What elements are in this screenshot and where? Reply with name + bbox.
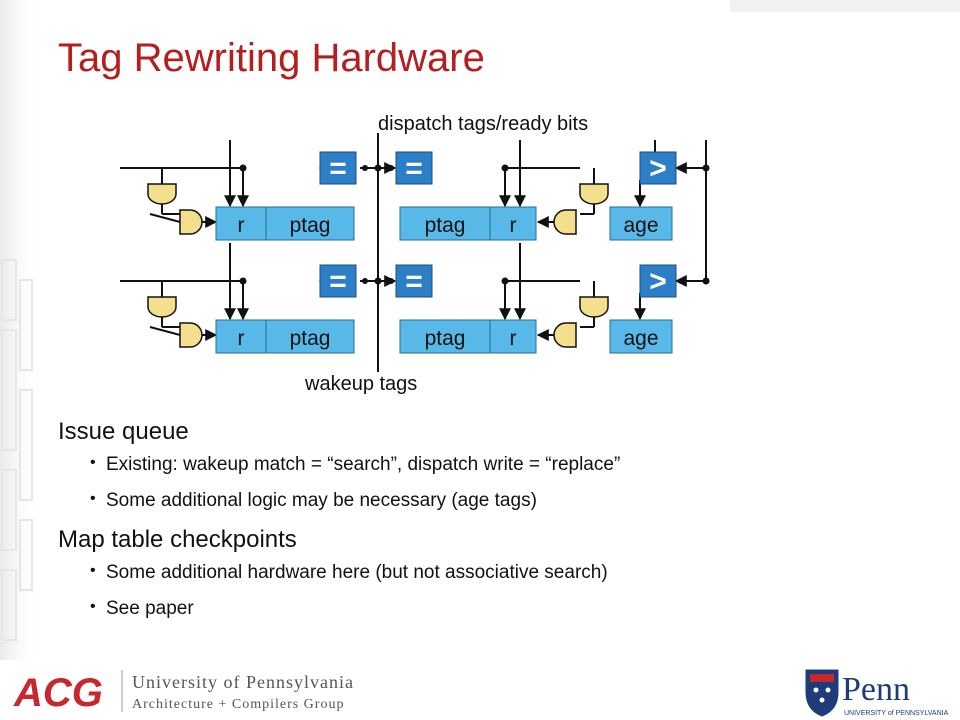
greater-comparator [639,264,677,298]
svg-text:r: r [510,327,517,350]
cell-ptag [265,206,355,241]
mux-gate-icon [179,322,203,348]
penn-shield-icon [805,669,839,717]
group-name: Architecture + Compilers Group [132,697,344,712]
cell-r [489,319,537,354]
svg-text:ACG: ACG [13,671,103,715]
footer: ACG University of Pennsylvania Architect… [13,669,949,717]
row-1: = = > r ptag ptag r age [120,140,710,241]
cell-r [489,206,537,241]
mux-gate-icon [553,209,577,235]
cell-age [609,319,673,354]
greater-symbol: > [649,152,667,185]
equals-symbol: = [329,265,347,298]
bullet-heading: Map table checkpoints [58,526,297,553]
bullet-item: Some additional hardware here (but not a… [90,562,938,584]
tag-rewriting-diagram: = = > r ptag ptag r age [120,113,710,395]
and-gate-icon [579,183,609,205]
and-gate-icon [147,183,177,205]
svg-text:age: age [623,214,658,237]
cell-r [215,206,267,241]
bullet-list: Issue queue Existing: wakeup match = “se… [58,418,938,634]
equals-comparator [319,264,357,298]
university-name: University of Pennsylvania [132,672,354,692]
svg-text:age: age [623,327,658,350]
bullet-item: See paper [90,598,938,620]
and-gate-icon [147,296,177,318]
dispatch-tags-label: dispatch tags/ready bits [378,113,588,135]
svg-text:ptag: ptag [290,214,331,237]
and-gate-icon [579,296,609,318]
wakeup-tags-label: wakeup tags [304,373,417,395]
bullet-item: Some additional logic may be necessary (… [90,490,938,512]
bullet-heading: Issue queue [58,418,189,445]
equals-comparator [395,151,433,185]
equals-symbol: = [405,265,423,298]
mux-gate-icon [179,209,203,235]
equals-symbol: = [405,152,423,185]
svg-text:ptag: ptag [425,214,466,237]
greater-comparator [639,151,677,185]
penn-subtitle: UNIVERSITY of PENNSYLVANIA [844,710,949,717]
cell-r [215,319,267,354]
cell-ptag [399,319,491,354]
svg-text:r: r [510,214,517,237]
equals-comparator [319,151,357,185]
svg-text:r: r [238,214,245,237]
svg-text:r: r [238,327,245,350]
cell-ptag [265,319,355,354]
equals-comparator [395,264,433,298]
slide-title: Tag Rewriting Hardware [58,36,485,80]
greater-symbol: > [649,265,667,298]
svg-text:ptag: ptag [425,327,466,350]
svg-text:ptag: ptag [290,327,331,350]
row-2: = = > r ptag ptag r age [120,243,710,354]
acg-logo: ACG [13,671,103,715]
equals-symbol: = [329,152,347,185]
penn-logo: Penn [842,671,910,708]
bullet-item: Existing: wakeup match = “search”, dispa… [90,454,938,476]
cell-age [609,206,673,241]
mux-gate-icon [553,322,577,348]
